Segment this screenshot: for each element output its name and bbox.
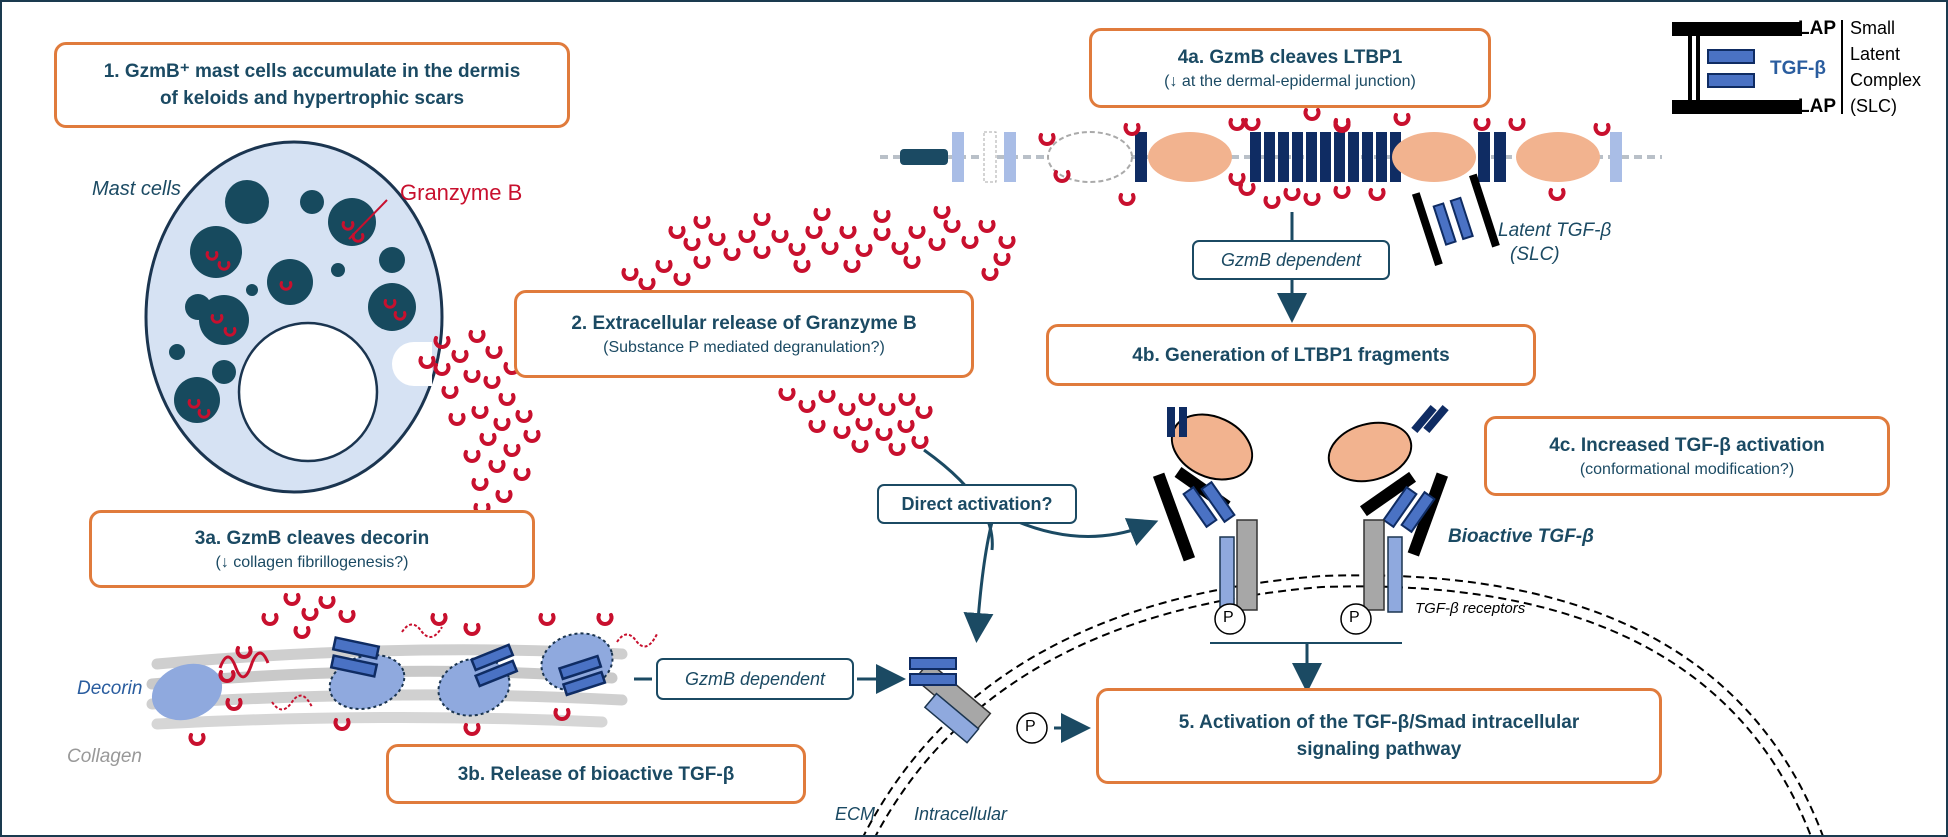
mast-cells-label: Mast cells xyxy=(92,178,181,200)
legend-line-slc: (SLC) xyxy=(1850,96,1898,116)
collagen-label: Collagen xyxy=(67,746,142,767)
step-4a-box: 4a. GzmB cleaves LTBP1 (↓ at the dermal-… xyxy=(1089,28,1491,108)
gzmb-dependent-bottom-pill: GzmB dependent xyxy=(656,658,854,700)
granzyme-b-label: Granzyme B xyxy=(400,180,523,205)
step-3a-box: 3a. GzmB cleaves decorin (↓ collagen fib… xyxy=(89,510,535,588)
slc-label: (SLC) xyxy=(1510,244,1560,265)
decorin-molecules xyxy=(151,593,658,746)
receptor-complex-right xyxy=(1152,404,1449,635)
step-3a-title: 3a. GzmB cleaves decorin xyxy=(194,527,430,549)
step-3b-title: 3b. Release of bioactive TGF-β xyxy=(457,763,735,785)
legend-lap-bottom: LAP xyxy=(1798,96,1836,117)
step-4a-subtitle: (↓ at the dermal-epidermal junction) xyxy=(1164,72,1416,90)
legend-slc-icon xyxy=(1672,20,1843,114)
gzmb-dependent-top-pill: GzmB dependent xyxy=(1192,240,1390,280)
step-4a-title: 4a. GzmB cleaves LTBP1 xyxy=(1177,46,1403,68)
legend-lap-top: LAP xyxy=(1798,18,1836,39)
step-5-box: 5. Activation of the TGF-β/Smad intracel… xyxy=(1096,688,1662,784)
legend-line-small: Small xyxy=(1850,18,1896,38)
granzyme-arc-cloud xyxy=(621,206,1016,291)
legend-line-complex: Complex xyxy=(1850,70,1922,90)
step-3a-subtitle: (↓ collagen fibrillogenesis?) xyxy=(215,553,409,571)
step-5-title: 5. Activation of the TGF-β/Smad intracel… xyxy=(1178,712,1580,733)
step-4b-title: 4b. Generation of LTBP1 fragments xyxy=(1132,344,1450,366)
step-5-title-line2: signaling pathway xyxy=(1296,739,1462,760)
legend-tgfb: TGF-β xyxy=(1770,58,1826,79)
phospho-label-1: P xyxy=(1025,718,1036,735)
step-2-subtitle: (Substance P mediated degranulation?) xyxy=(603,338,885,356)
phospho-label-2: P xyxy=(1223,609,1234,626)
ltbp1-chain xyxy=(880,108,1662,209)
phospho-label-3: P xyxy=(1349,609,1360,626)
step-3b-box: 3b. Release of bioactive TGF-β xyxy=(386,744,806,804)
mast-cell xyxy=(144,140,444,494)
receptor-complex-left xyxy=(909,657,1048,744)
step-4b-box: 4b. Generation of LTBP1 fragments xyxy=(1046,324,1536,386)
tgfb-receptors-label: TGF-β receptors xyxy=(1415,600,1526,617)
direct-activation-pill: Direct activation? xyxy=(877,484,1077,524)
arrows xyxy=(634,212,1402,743)
step-2-box: 2. Extracellular release of Granzyme B (… xyxy=(514,290,974,378)
step-2-title: 2. Extracellular release of Granzyme B xyxy=(571,312,917,334)
legend-line-latent: Latent xyxy=(1850,44,1901,64)
step-1-title: 1. GzmB⁺ mast cells accumulate in the de… xyxy=(103,61,521,82)
granzyme-lower-cloud xyxy=(778,388,933,456)
ecm-label: ECM xyxy=(835,804,875,824)
step-4c-title: 4c. Increased TGF-β activation xyxy=(1549,434,1825,456)
step-4c-box: 4c. Increased TGF-β activation (conforma… xyxy=(1484,416,1890,496)
step-4c-subtitle: (conformational modification?) xyxy=(1579,460,1795,478)
decorin-label: Decorin xyxy=(77,678,143,699)
step-1-title-line2: of keloids and hypertrophic scars xyxy=(159,88,465,109)
bioactive-tgfb-label: Bioactive TGF-β xyxy=(1448,526,1594,547)
latent-tgfb-label: Latent TGF-β xyxy=(1498,220,1612,241)
latent-tgfb-complex-icon xyxy=(1411,173,1500,267)
step-1-box: 1. GzmB⁺ mast cells accumulate in the de… xyxy=(54,42,570,128)
intracellular-label: Intracellular xyxy=(914,804,1008,824)
cell-membrane xyxy=(862,574,1824,835)
